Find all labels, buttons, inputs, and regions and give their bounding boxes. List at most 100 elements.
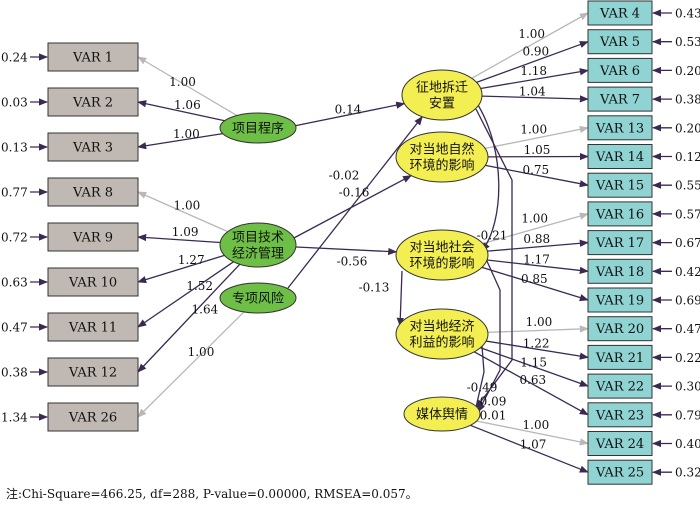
path-arrow-reloc-social: [477, 104, 500, 252]
observed-box-v18: [587, 258, 653, 284]
error-variance-v11: 0.47: [1, 321, 28, 335]
observed-box-v25: [587, 459, 653, 485]
observed-label-v4: VAR 4: [599, 7, 640, 22]
observed-box-v1: [47, 42, 139, 72]
path-coefficient-social-media: 0.09: [480, 395, 507, 409]
loading-coefficient-v24: 1.00: [523, 418, 550, 432]
latent-label-econ-0: 对当地经济: [409, 320, 474, 335]
loading-coefficient-v19: 0.85: [521, 272, 548, 286]
loading-arrow-social-v18: [486, 259, 589, 275]
latent-ellipse-media: [403, 396, 481, 432]
loading-arrow-econ-v22: [480, 347, 589, 387]
path-coefficient-social-econ: -0.13: [359, 281, 390, 295]
latent-label-tech-1: 经济管理: [232, 247, 284, 262]
loading-coefficient-v26: 1.00: [188, 345, 215, 359]
path-arrow-social-econ: [396, 270, 404, 327]
loading-arrow-risk-v26: [137, 311, 245, 418]
loading-arrow-tech-v8: [137, 191, 229, 233]
loading-arrow-tech-v12: [137, 263, 241, 373]
observed-label-v1: VAR 1: [72, 51, 113, 66]
error-variance-v19: 0.69: [675, 294, 700, 308]
observed-box-v12: [47, 357, 139, 387]
path-coefficient-reloc-social: -0.21: [477, 229, 508, 243]
loading-coefficient-v20: 1.00: [526, 315, 553, 329]
observed-box-v11: [47, 312, 139, 342]
loading-arrow-tech-v11: [137, 261, 234, 328]
observed-label-v24: VAR 24: [595, 437, 644, 452]
latent-label-media-0: 媒体舆情: [416, 408, 468, 423]
observed-label-v18: VAR 18: [595, 265, 644, 280]
observed-label-v25: VAR 25: [595, 466, 644, 481]
latent-label-nature-1: 环境的影响: [409, 158, 474, 174]
observed-label-v5: VAR 5: [599, 35, 640, 50]
path-coefficient-risk-reloc: -0.16: [339, 186, 370, 200]
loading-arrow-media-v24: [476, 420, 589, 446]
observed-box-v16: [587, 201, 653, 227]
loading-coefficient-v5: 0.90: [522, 45, 549, 59]
observed-label-v19: VAR 19: [595, 294, 644, 309]
path-arrow-program-reloc: [293, 101, 406, 127]
connector-layer: [30, 9, 672, 476]
loading-coefficient-v23: 0.63: [519, 373, 546, 387]
error-variance-v16: 0.57: [675, 207, 700, 221]
loading-coefficient-v13: 1.00: [520, 123, 547, 137]
observed-box-v2: [47, 87, 139, 117]
observed-box-v6: [587, 57, 653, 83]
observed-label-v3: VAR 3: [72, 141, 113, 156]
loading-coefficient-v22: 1.15: [520, 355, 547, 369]
observed-label-v8: VAR 8: [72, 186, 113, 201]
latent-label-risk-0: 专项风险: [232, 292, 284, 307]
loading-coefficient-v7: 1.04: [519, 84, 546, 98]
observed-label-v13: VAR 13: [595, 121, 644, 136]
latent-ellipse-econ: [395, 308, 489, 360]
loading-arrow-social-v19: [481, 266, 589, 302]
loading-coefficient-v12: 1.64: [192, 303, 219, 317]
latent-label-program-0: 项目程序: [232, 122, 284, 137]
observed-box-v4: [587, 0, 653, 26]
observed-label-v17: VAR 17: [595, 236, 644, 251]
observed-box-v20: [587, 316, 653, 342]
error-variance-v21: 0.22: [675, 351, 700, 365]
observed-box-v26: [47, 402, 139, 432]
loading-coefficient-v2: 1.06: [174, 98, 201, 112]
observed-box-v17: [587, 230, 653, 256]
observed-label-v11: VAR 11: [68, 321, 117, 336]
latent-ellipse-program: [219, 112, 297, 144]
latent-ellipse-tech: [219, 222, 297, 268]
observed-label-v16: VAR 16: [595, 207, 644, 222]
loading-arrow-tech-v10: [137, 254, 225, 284]
fit-statistics-note: 注:Chi-Square=466.25, df=288, P-value=0.0…: [6, 487, 418, 501]
path-arrow-risk-reloc: [287, 116, 423, 289]
error-variance-v23: 0.79: [675, 408, 700, 422]
loading-coefficient-v8: 1.00: [174, 198, 201, 212]
loading-coefficient-v17: 0.88: [523, 232, 550, 246]
loading-arrow-media-v25: [470, 424, 589, 473]
observed-label-v22: VAR 22: [595, 380, 644, 395]
observed-box-v14: [587, 144, 653, 169]
error-variance-v2: 0.03: [1, 96, 28, 110]
observed-box-v24: [587, 431, 653, 456]
loading-coefficient-v11: 1.52: [186, 279, 213, 293]
loading-arrow-reloc-v4: [471, 12, 589, 79]
error-variance-v20: 0.47: [675, 322, 700, 336]
latent-label-econ-1: 利益的影响: [409, 335, 474, 351]
latent-ellipse-reloc: [401, 69, 483, 121]
loading-coefficient-v18: 1.17: [523, 253, 550, 267]
latent-ellipse-risk: [219, 282, 297, 314]
path-arrow-tech-social: [295, 246, 398, 256]
observed-box-v7: [587, 86, 653, 112]
error-variance-v12: 0.38: [1, 366, 28, 380]
loading-coefficient-v10: 1.27: [178, 253, 205, 267]
loading-arrow-reloc-v6: [480, 68, 589, 90]
observed-box-v19: [587, 287, 653, 313]
loading-arrow-social-v17: [487, 239, 589, 252]
observed-box-v15: [587, 172, 653, 198]
loading-coefficient-v16: 1.00: [521, 212, 548, 226]
observed-box-v23: [587, 402, 653, 428]
latent-label-nature-0: 对当地自然: [409, 142, 474, 158]
loading-arrow-nature-v13: [485, 125, 589, 150]
observed-box-v10: [47, 267, 139, 297]
error-variance-v1: 0.24: [1, 51, 28, 65]
observed-box-v22: [587, 373, 653, 399]
